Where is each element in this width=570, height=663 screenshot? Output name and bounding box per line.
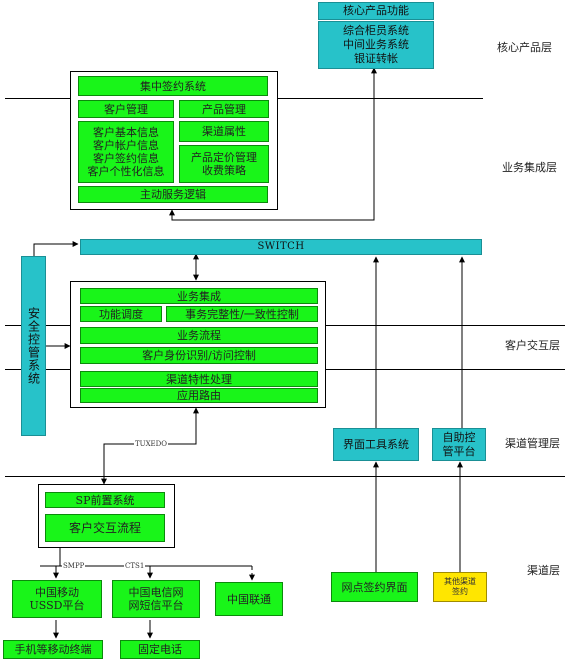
outlet-signing-ui: 网点签约界面: [331, 572, 418, 602]
customer-mgmt-items: 客户基本信息 客户帐户信息 客户签约信息 客户个性化信息: [78, 121, 174, 183]
other-channel-line: 其他渠道: [444, 577, 476, 586]
channel-attributes: 渠道属性: [179, 121, 269, 142]
core-product-title: 核心产品功能: [318, 2, 434, 20]
layer-divider-mgmt-channel: [5, 476, 565, 477]
layer-label-channel: 渠道层: [527, 564, 560, 577]
application-routing: 应用路由: [80, 388, 318, 403]
function-dispatch: 功能调度: [80, 306, 162, 322]
customer-info-item: 客户基本信息: [93, 126, 159, 139]
fixed-phone: 固定电话: [120, 640, 200, 659]
customer-interaction-flow: 客户交互流程: [45, 514, 165, 542]
channel-processing: 渠道特性处理: [80, 371, 318, 387]
cts1-label: CTS1: [124, 562, 146, 571]
china-mobile-line: 中国移动: [35, 586, 79, 599]
ui-tool-system: 界面工具系统: [333, 428, 419, 461]
china-mobile-line: USSD平台: [29, 599, 85, 612]
centralized-signing-system: 集中签约系统: [78, 76, 268, 96]
core-product-item: 银证转帐: [354, 52, 398, 65]
core-product-item: 综合柜员系统: [343, 24, 409, 37]
core-product-item: 中间业务系统: [343, 38, 409, 51]
smpp-label: SMPP: [62, 562, 86, 571]
mobile-terminal: 手机等移动终端: [3, 640, 103, 659]
customer-info-item: 客户签约信息: [93, 152, 159, 165]
self-service-line: 自助控: [442, 430, 476, 444]
customer-info-item: 客户帐户信息: [93, 139, 159, 152]
china-telecom-line: 中国电信网: [128, 586, 184, 599]
layer-label-business: 业务集成层: [502, 161, 557, 174]
layer-label-core: 核心产品层: [497, 41, 552, 54]
layer-label-customer: 客户交互层: [505, 339, 560, 352]
customer-mgmt-title: 客户管理: [78, 100, 174, 118]
active-service-logic: 主动服务逻辑: [78, 186, 268, 203]
other-channel-signing: 其他渠道 签约: [433, 572, 487, 602]
self-service-line: 管平台: [442, 444, 476, 458]
pricing-box: 产品定价管理 收费策略: [179, 145, 269, 183]
sp-front-system: SP前置系统: [45, 492, 165, 508]
self-service-platform: 自助控 管平台: [432, 428, 486, 461]
pricing-item: 产品定价管理: [191, 151, 257, 164]
business-integration-bar: 业务集成: [80, 288, 318, 304]
switch-bar: SWITCH: [80, 239, 482, 255]
security-control-system: 安全控管系统: [21, 256, 46, 436]
product-mgmt-title: 产品管理: [179, 100, 269, 118]
pricing-item: 收费策略: [202, 164, 246, 177]
layer-label-channel-mgmt: 渠道管理层: [505, 437, 560, 450]
china-telecom-line: 网短信平台: [128, 599, 184, 612]
china-mobile-ussd: 中国移动 USSD平台: [12, 580, 102, 618]
other-channel-line: 签约: [452, 587, 468, 596]
china-unicom: 中国联通: [215, 582, 283, 616]
identity-access-control: 客户身份识别/访问控制: [80, 347, 318, 364]
transaction-integrity: 事务完整性/一致性控制: [166, 306, 318, 322]
china-telecom-sms: 中国电信网 网短信平台: [112, 580, 200, 618]
security-label: 安全控管系统: [26, 307, 41, 385]
tuxedo-label: TUXEDO: [134, 440, 169, 449]
business-process: 业务流程: [80, 327, 318, 344]
customer-info-item: 客户个性化信息: [87, 165, 165, 178]
core-product-body: 综合柜员系统 中间业务系统 银证转帐: [318, 21, 434, 69]
